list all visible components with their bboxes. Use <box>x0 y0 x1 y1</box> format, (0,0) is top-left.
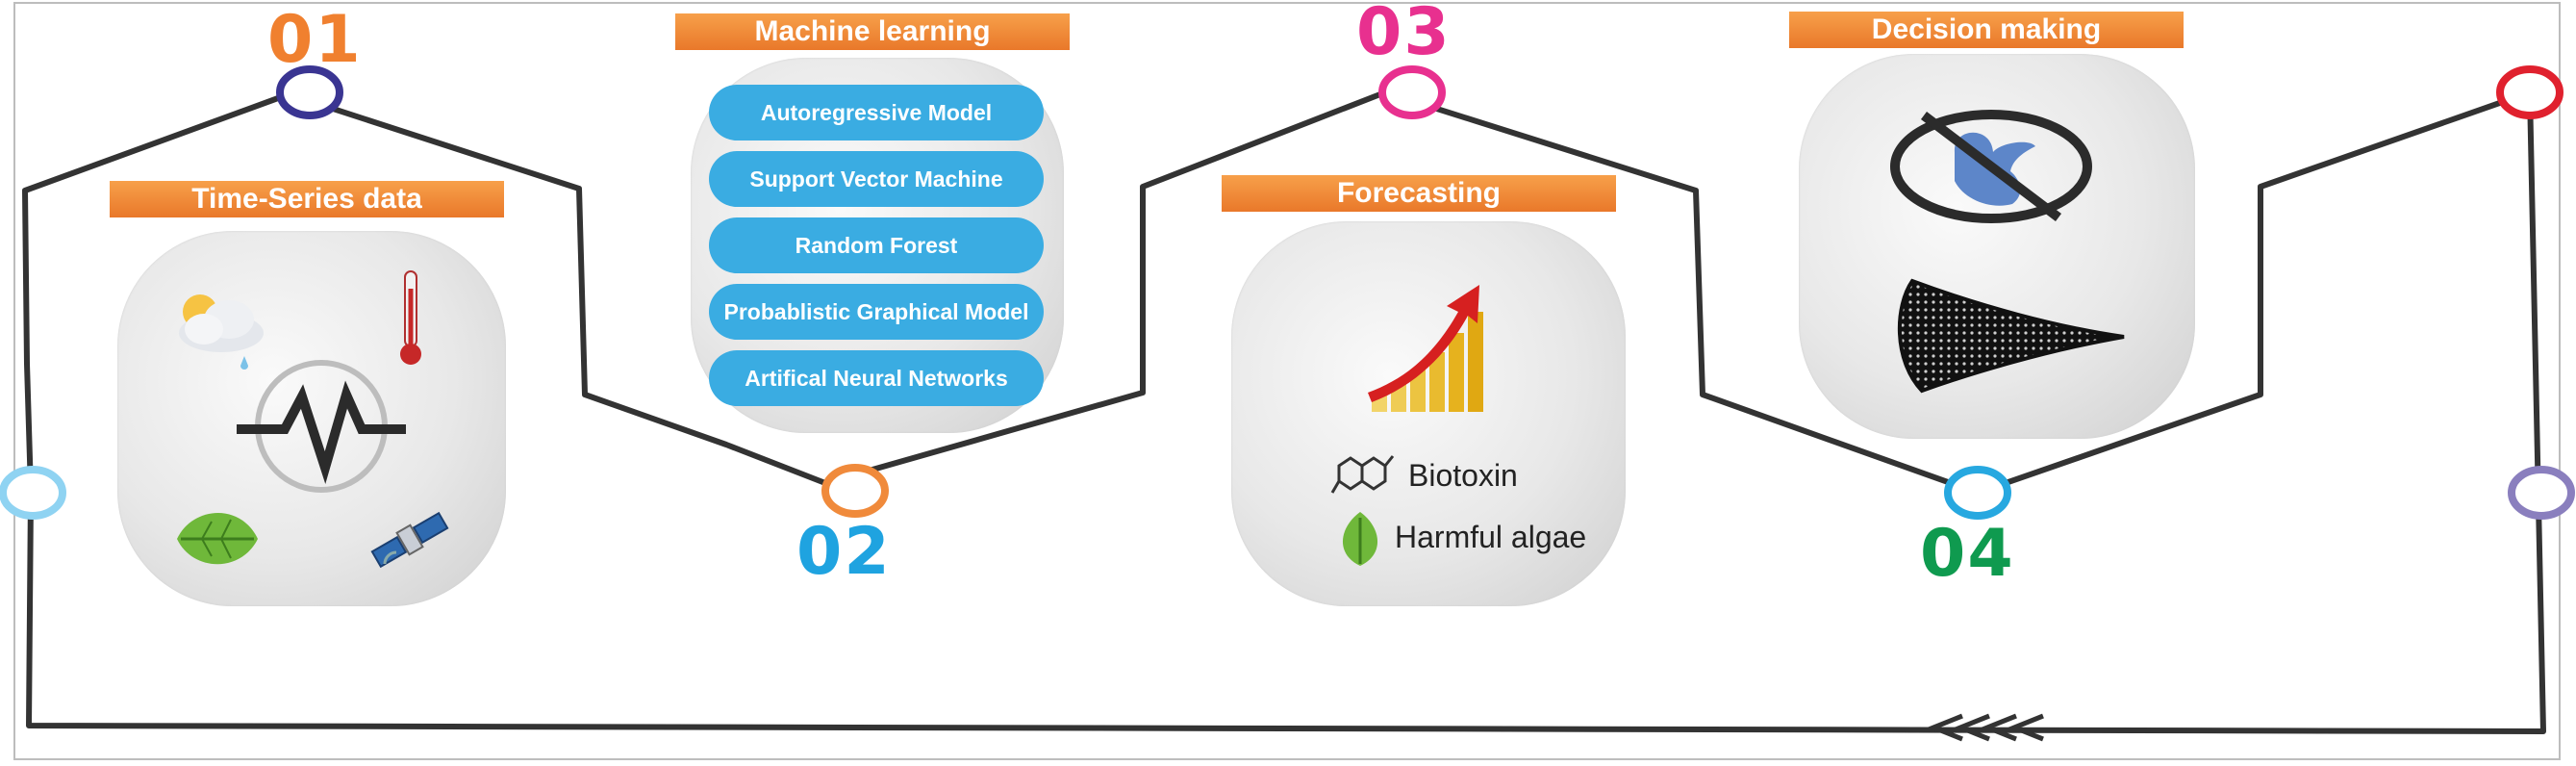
time-series-panel <box>117 231 506 606</box>
growth-chart-icon <box>1368 285 1483 412</box>
step-number-04: 04 <box>1920 516 2015 592</box>
leaf-icon <box>177 512 258 565</box>
node-ring-right <box>2508 466 2575 520</box>
figure-frame <box>13 2 2561 760</box>
cloud-sun-icon <box>179 294 264 370</box>
node-ring-end <box>2496 65 2563 119</box>
node-ring-03 <box>1378 65 1446 119</box>
molecule-icon <box>1330 455 1395 494</box>
decision-making-panel <box>1799 54 2195 439</box>
step-number-01: 01 <box>267 2 363 78</box>
node-ring-01 <box>276 65 343 119</box>
step-number-03: 03 <box>1356 0 1452 70</box>
direction-arrow-icon <box>1927 713 2044 742</box>
model-svm-button[interactable]: Support Vector Machine <box>709 151 1044 207</box>
model-autoregressive-button[interactable]: Autoregressive Model <box>709 85 1044 140</box>
biotoxin-label: Biotoxin <box>1408 458 1518 493</box>
harmful-algae-label: Harmful algae <box>1395 520 1587 554</box>
node-ring-left <box>0 466 66 520</box>
node-ring-02 <box>821 464 889 518</box>
model-random-forest-button[interactable]: Random Forest <box>709 217 1044 273</box>
no-shellfish-icon <box>1890 110 2092 223</box>
machine-learning-banner: Machine learning <box>675 13 1070 50</box>
forecasting-banner: Forecasting <box>1222 175 1616 212</box>
zigzag-path <box>22 89 2546 734</box>
node-ring-04 <box>1944 466 2011 520</box>
satellite-icon <box>370 511 449 569</box>
model-ann-button[interactable]: Artifical Neural Networks <box>709 350 1044 406</box>
pulse-icon <box>237 360 406 493</box>
forecasting-panel: Biotoxin Harmful algae <box>1231 221 1626 606</box>
model-list: Autoregressive Model Support Vector Mach… <box>709 85 1044 417</box>
decision-making-banner: Decision making <box>1789 12 2184 48</box>
model-pgm-button[interactable]: Probablistic Graphical Model <box>709 284 1044 340</box>
step-number-02: 02 <box>796 514 892 590</box>
time-series-banner: Time-Series data <box>110 181 504 217</box>
leaf-icon <box>1342 512 1378 566</box>
thermometer-icon <box>400 270 421 365</box>
fishing-net-icon <box>1897 278 2125 394</box>
